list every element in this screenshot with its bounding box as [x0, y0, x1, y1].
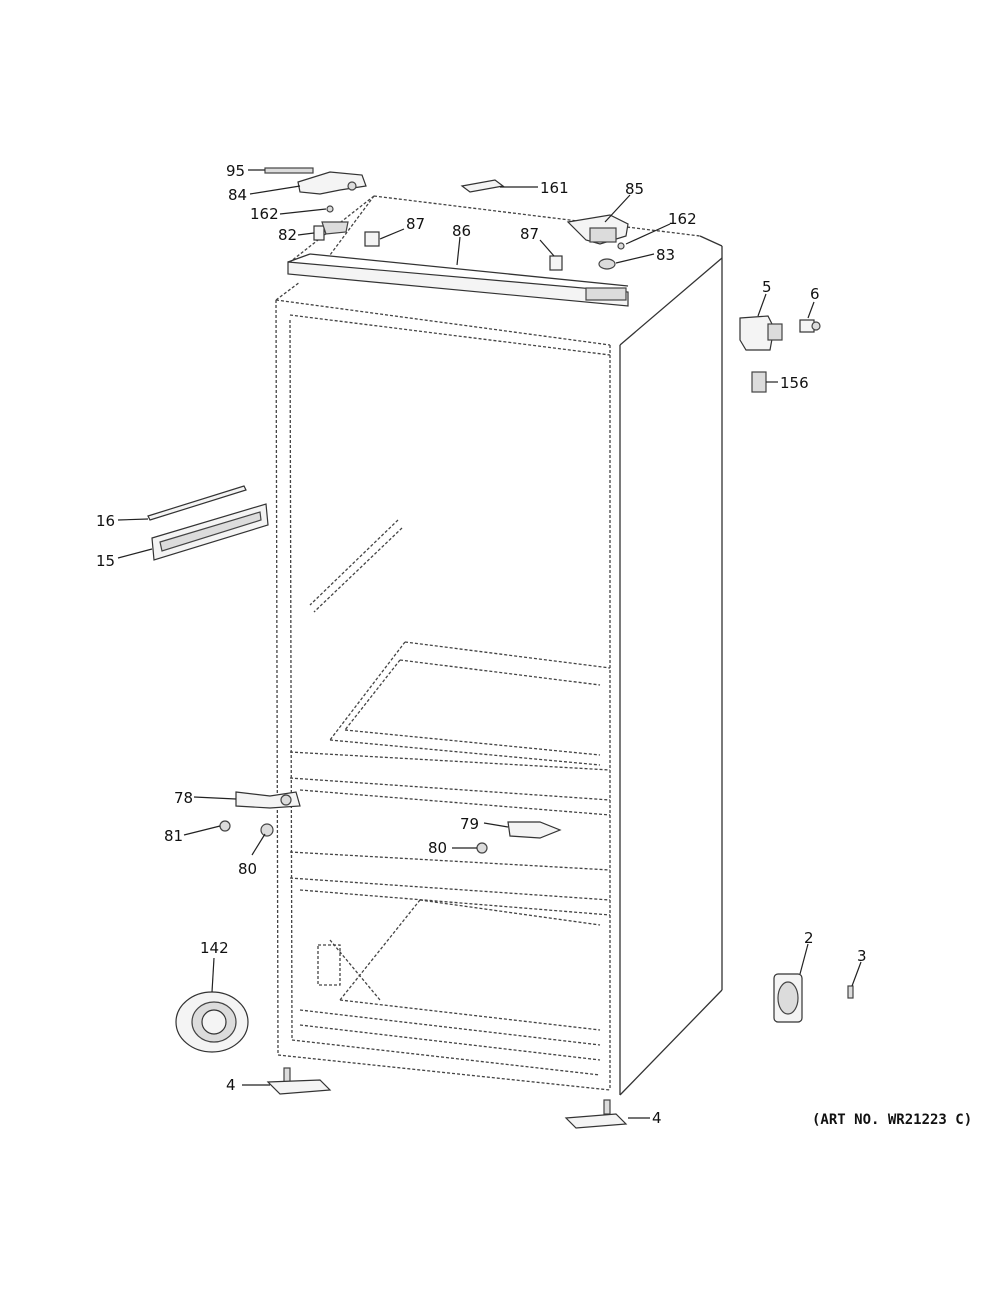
top-cover-86	[287, 195, 629, 307]
screw-81	[219, 820, 231, 832]
screw-162-left	[326, 205, 334, 213]
bushing-6	[799, 319, 821, 333]
label-142: 142	[200, 939, 229, 957]
label-79: 79	[460, 815, 479, 833]
label-87-right: 87	[520, 225, 539, 243]
label-80-right: 80	[428, 839, 447, 857]
label-4-right: 4	[652, 1109, 662, 1127]
label-80-left: 80	[238, 860, 257, 878]
label-16: 16	[96, 512, 115, 530]
hinge-5	[739, 315, 783, 351]
label-162-left: 162	[250, 205, 279, 223]
label-85: 85	[625, 180, 644, 198]
clip-87-right	[549, 255, 563, 271]
grille-2	[773, 973, 803, 1023]
label-83: 83	[656, 246, 675, 264]
label-3: 3	[857, 947, 867, 965]
label-5: 5	[762, 278, 772, 296]
clip-87-left	[364, 231, 380, 247]
hinge-cover-84	[297, 171, 367, 195]
part-labels: 95 84 162 82 87 86 87 161 85 162 83 5 6 …	[96, 162, 972, 1128]
hinge-78	[235, 791, 301, 809]
label-4-left: 4	[226, 1076, 236, 1094]
label-15: 15	[96, 552, 115, 570]
label-78: 78	[174, 789, 193, 807]
label-95: 95	[226, 162, 245, 180]
fan-142	[175, 991, 249, 1053]
screw-3	[847, 985, 854, 999]
label-162-right: 162	[668, 210, 697, 228]
cabinet	[275, 195, 723, 1096]
panel-15	[151, 503, 269, 561]
label-2: 2	[804, 929, 814, 947]
label-156: 156	[780, 374, 809, 392]
hinge-83	[598, 258, 616, 270]
spacer-156	[751, 371, 767, 393]
label-161: 161	[540, 179, 569, 197]
label-87-left: 87	[406, 215, 425, 233]
block-161	[460, 179, 505, 193]
hinge-79	[507, 821, 562, 839]
art-number: (ART NO. WR21223 C)	[812, 1112, 972, 1128]
label-84: 84	[228, 186, 247, 204]
leveler-4-right	[564, 1099, 628, 1129]
label-81: 81	[164, 827, 183, 845]
label-82: 82	[278, 226, 297, 244]
label-86: 86	[452, 222, 471, 240]
leader-lines	[117, 169, 862, 1119]
trim-16	[147, 485, 247, 521]
leveler-4-left	[266, 1067, 332, 1095]
screw-162-right	[617, 242, 625, 250]
label-6: 6	[810, 285, 820, 303]
spring-95	[264, 167, 314, 174]
hinge-cover-85	[566, 214, 629, 245]
screw-80-left	[260, 823, 274, 837]
screw-80-right	[476, 842, 488, 854]
